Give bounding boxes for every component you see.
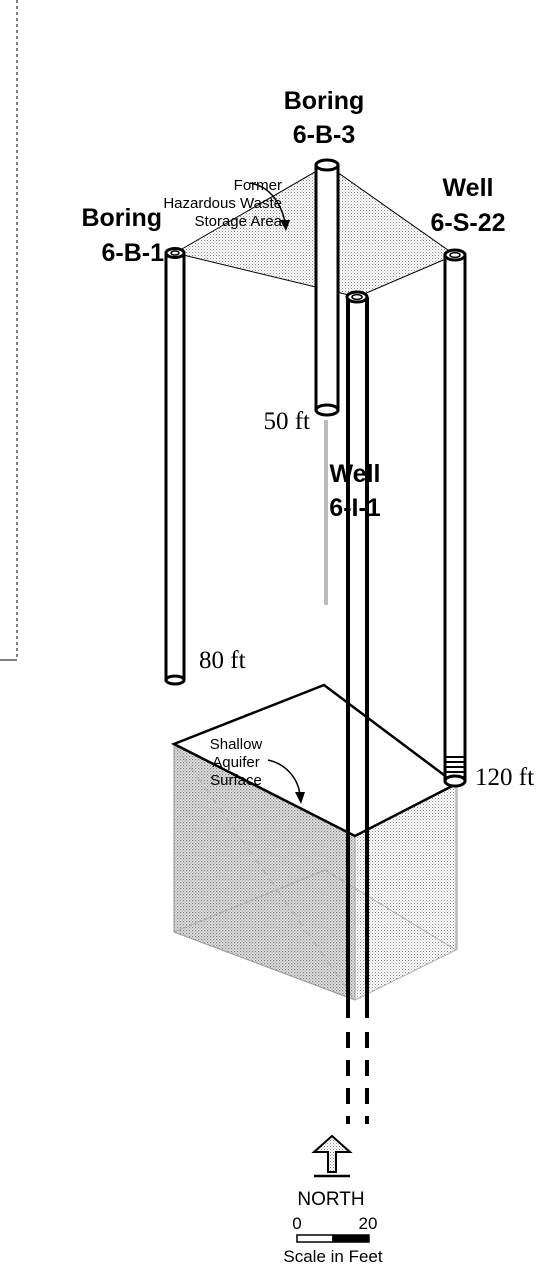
label-6-b-1-id: 6-B-1 [101,239,164,267]
pipe-6-i-1 [345,290,369,1124]
label-6-b-3-kind: Boring [284,87,365,115]
label-6-s-22-id: 6-S-22 [430,209,505,237]
arrow-aquifer-surface [267,759,305,804]
label-6-s-22-kind: Well [443,174,494,202]
label-6-i-1-id: 6-I-1 [329,494,381,522]
scale-caption: Scale in Feet [283,1247,382,1266]
aquifer-block-hidden-edge-1 [173,869,326,933]
storage-area-label-line1: Former [234,177,282,194]
label-6-b-3-id: 6-B-3 [293,121,356,149]
north-arrow-icon [311,1134,353,1178]
scale-bar [296,1234,370,1243]
pipe-6-b-1 [164,247,186,686]
depth-6-b-3: 50 ft [263,408,310,435]
arrow-storage-area [249,182,290,231]
aquifer-label-line3: Surface [210,772,262,789]
label-6-b-1-kind: Boring [81,204,162,232]
aquifer-label-line2: Aquifer [212,754,260,771]
pipe-6-i-1-dashed-extension [346,1032,369,1124]
aquifer-block-diagonal [173,743,356,1001]
north-label: NORTH [297,1189,364,1210]
aquifer-label-line1: Shallow [210,736,263,753]
storage-area-label-line2: Hazardous Waste [163,195,282,212]
scale-min-label: 0 [292,1214,301,1233]
label-6-i-1-kind: Well [330,460,381,488]
storage-area-label-line3: Storage Area [194,213,282,230]
depth-6-b-1: 80 ft [199,647,246,674]
pipe-6-s-22 [443,248,467,788]
pipe-6-b-3 [314,158,340,417]
depth-6-s-22: 120 ft [475,764,534,791]
scale-max-label: 20 [359,1214,378,1233]
